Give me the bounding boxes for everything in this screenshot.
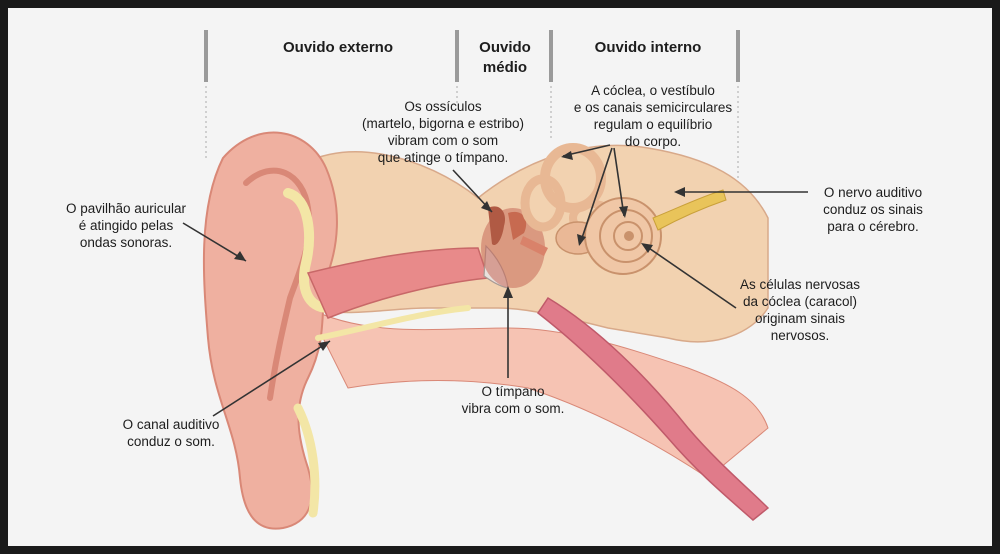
- arrowhead-nerve-cells: [641, 243, 653, 253]
- label-pinna: O pavilhão auricular é atingido pelas on…: [65, 201, 187, 250]
- ear-canal: [306, 247, 490, 319]
- label-ossicles: Os ossículos (martelo, bigorna e estribo…: [361, 99, 525, 165]
- ear-anatomy-illustration: [182, 30, 808, 530]
- arrowhead-ossicles: [481, 201, 492, 212]
- cochlea-outer: [584, 197, 662, 275]
- arrowhead-canal: [318, 341, 330, 351]
- section-header-inner: Ouvido interno: [594, 39, 702, 56]
- arrowhead-balance-vestibule: [577, 234, 586, 246]
- leader-lines: [182, 144, 808, 417]
- leader-balance-vestibule: [579, 147, 613, 245]
- label-cochlea-balance: A cóclea, o vestíbulo e os canais semici…: [573, 83, 733, 149]
- divider-bar-mid-left: [455, 30, 459, 82]
- leader-pinna: [182, 222, 247, 262]
- diagram-frame: Ouvido externo Ouvido médio Ouvido inter…: [8, 8, 992, 546]
- label-canal: O canal auditivo conduz o som.: [122, 417, 220, 449]
- pinna: [202, 131, 338, 530]
- leader-canal: [212, 340, 331, 417]
- leader-nerve-cells: [642, 243, 737, 309]
- section-header-middle: Ouvido médio: [479, 39, 531, 76]
- section-header-external: Ouvido externo: [282, 39, 394, 56]
- arrowhead-balance-cochlea: [619, 206, 628, 218]
- divider-bar-left: [204, 30, 208, 82]
- ossicle-malleus: [488, 206, 506, 246]
- label-auditory-nerve: O nervo auditivo conduz os sinais para o…: [823, 185, 923, 234]
- canal-posterior: [520, 174, 566, 232]
- divider-bar-mid-right: [549, 30, 553, 82]
- ossicle-incus: [508, 211, 527, 240]
- eustachian-tube: [536, 296, 770, 521]
- earlobe-cartilage: [293, 403, 320, 518]
- auditory-nerve: [652, 189, 727, 231]
- arrowhead-pinna: [234, 251, 246, 261]
- label-nerve-cells: As células nervosas da cóclea (caracol) …: [739, 277, 861, 343]
- cochlea-inner: [613, 221, 643, 251]
- cochlea-core: [624, 231, 634, 241]
- label-eardrum: O tímpano vibra com o som.: [461, 384, 565, 416]
- divider-bar-right: [736, 30, 740, 82]
- arrowhead-eardrum: [503, 286, 513, 298]
- cochlea: [584, 197, 662, 275]
- ossicle-stapes: [520, 236, 548, 256]
- skin-tissue-lower: [306, 306, 769, 479]
- ear-canal-lower-wall: [315, 305, 471, 341]
- arrowhead-balance-superior: [561, 151, 573, 160]
- pinna-cartilage: [283, 188, 333, 313]
- leader-balance-cochlea: [613, 147, 625, 217]
- arrowhead-nerve: [674, 187, 685, 197]
- section-dividers: [204, 30, 740, 183]
